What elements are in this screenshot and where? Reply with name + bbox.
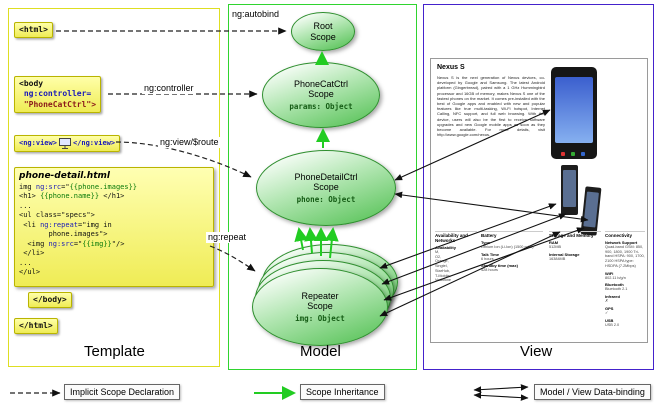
phonedetail-title-line2: Scope — [313, 182, 339, 192]
view-column-label: View — [520, 343, 553, 360]
spec-label: WiFi — [605, 270, 614, 276]
rendered-view-page: Nexus S Nexus S is the next generation o… — [430, 58, 648, 343]
spec-label: GPS — [605, 305, 614, 311]
spec-value: Bluetooth 2.1 — [605, 287, 628, 292]
legend-implicit-scope-declaration: Implicit Scope Declaration — [64, 384, 181, 400]
thumbnail-screen — [563, 170, 576, 207]
phonecatctrl-scope-ellipse: PhoneCatCtrl Scope params: Object — [262, 62, 380, 128]
spec-label: Infrared — [605, 294, 620, 300]
repeater-title-line2: Scope — [307, 301, 333, 311]
spec-value: 512MB — [549, 245, 562, 249]
phone-dock-dot — [571, 152, 575, 156]
phone-screen — [555, 77, 593, 143]
html-open-tag: <html> — [14, 22, 53, 39]
spec-value: Quad-band GSM: 850, 900, 1800, 1900 Tri-… — [605, 245, 645, 268]
repeater-title-line1: Repeater — [301, 290, 339, 301]
html-close-tag: </html> — [14, 318, 58, 335]
body-close-tag: </body> — [28, 292, 72, 309]
spec-label: Bluetooth — [605, 282, 624, 288]
phone-detail-code-box: phone-detail.html img ng:src="{{phone.im… — [14, 167, 214, 287]
body-tag-line1: <body — [19, 79, 44, 88]
phone-dock-dot — [561, 152, 565, 156]
phonecat-prop: params: Object — [289, 102, 353, 112]
phonedetail-title-line1: PhoneDetailCtrl — [294, 171, 358, 182]
ngview-close-label: </ng:view> — [72, 138, 116, 147]
model-column-label: Model — [300, 343, 341, 360]
root-scope-title-line1: Root — [313, 21, 333, 32]
spec-header: Connectivity — [605, 231, 645, 238]
spec-value: M, O2, Orange, Singtel, StarHub, T-Mobil… — [435, 250, 452, 283]
phone-thumbnail-1 — [561, 165, 578, 215]
spec-value: 6 hours — [481, 256, 494, 261]
spec-header: Availability and Networks — [435, 231, 477, 243]
ng-view-route-label: ng:view/$route — [158, 137, 221, 148]
root-scope-title-line2: Scope — [310, 31, 336, 42]
spec-label: USB — [605, 317, 614, 323]
repeater-scope-ellipse: Repeater Scope img: Object — [252, 268, 388, 346]
phone-dock-dot — [581, 152, 585, 156]
phonedetail-prop: phone: Object — [296, 195, 356, 205]
repeater-prop: img: Object — [295, 314, 345, 324]
ngview-tag: <ng:view> </ng:view> — [14, 135, 121, 152]
spec-header: Storage and Memory — [549, 231, 601, 238]
spec-value: 802.11 b/g/n — [605, 275, 626, 280]
root-scope-ellipse: Root Scope — [291, 12, 355, 51]
body-tag-line2: ng:controller= — [19, 89, 92, 99]
template-column-label: Template — [84, 343, 145, 360]
legend-double-arrow-1 — [473, 384, 529, 393]
body-open-tag: <body ng:controller= "PhoneCatCtrl"> — [14, 76, 102, 114]
monitor-icon — [58, 138, 71, 149]
legend-model-view-databinding: Model / View Data-binding — [534, 384, 651, 400]
spec-value: USB 2.0 — [605, 322, 620, 327]
spec-value: 428 hours — [481, 268, 498, 273]
code-box-title: phone-detail.html — [19, 171, 110, 181]
ngview-open-label: <ng:view> — [19, 138, 57, 147]
ng-autobind-label: ng:autobind — [230, 9, 282, 20]
spec-value: ✗ — [605, 299, 609, 304]
code-lines: img ng:src="{{phone.images}}<h1> {{phone… — [19, 183, 138, 276]
phonecat-title-line1: PhoneCatCtrl — [293, 78, 349, 89]
legend-double-arrow-2 — [473, 392, 529, 401]
spec-header: Battery — [481, 231, 543, 238]
phone-main-image — [551, 67, 597, 159]
spec-label: Network Support — [605, 240, 638, 245]
ng-controller-label: ng:controller — [142, 83, 196, 94]
phone-page-title: Nexus S — [437, 64, 465, 71]
spec-value: Lithium Ion (Li-Ion) (1500 mAh) — [481, 245, 534, 249]
phone-thumbnail-2 — [580, 186, 602, 236]
ng-repeat-label: ng:repeat — [206, 232, 249, 243]
legend-scope-inheritance: Scope Inheritance — [300, 384, 385, 400]
body-tag-line3: "PhoneCatCtrl"> — [19, 99, 97, 109]
phonedetailctrl-scope-ellipse: PhoneDetailCtrl Scope phone: Object — [256, 150, 396, 226]
spec-value: 16384MB — [549, 256, 566, 261]
phone-description: Nexus S is the next generation of Nexus … — [437, 75, 545, 138]
spec-value: ✓ — [605, 310, 609, 315]
phonecat-title-line2: Scope — [308, 89, 334, 99]
thumbnail-screen — [583, 191, 599, 228]
